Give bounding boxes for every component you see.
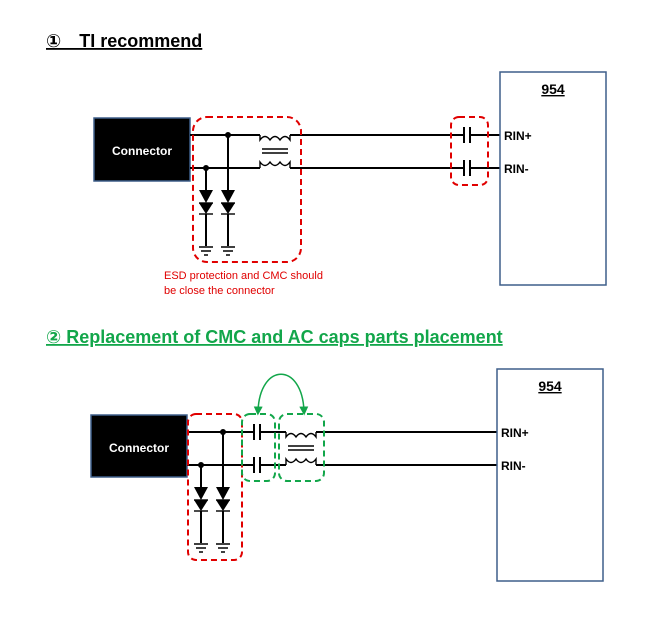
ac-capacitor-neg: [463, 160, 500, 176]
ac-capacitor-pos-2: [253, 424, 286, 440]
section2-title: ② Replacement of CMC and AC caps parts p…: [46, 327, 503, 347]
cmc-highlight-box-2: [278, 413, 325, 482]
ac-capacitor-neg-2: [253, 457, 286, 473]
pin-rin-neg-2: RIN-: [501, 459, 526, 473]
ac-cap-highlight-box-2: [241, 413, 276, 482]
chip-label: 954: [541, 81, 565, 97]
pin-rin-pos: RIN+: [504, 129, 532, 143]
chip-block: 954 RIN+ RIN-: [499, 71, 607, 286]
ground-symbol-2: [194, 543, 230, 553]
chip-label-2: 954: [538, 378, 562, 394]
ac-capacitor-pos: [463, 127, 500, 143]
chip-block-2: 954 RIN+ RIN-: [496, 368, 604, 582]
section1-title: ① TI recommend: [46, 31, 202, 51]
note-line-1: ESD protection and CMC should: [164, 270, 323, 282]
ac-cap-highlight-box: [450, 116, 489, 186]
ground-symbol: [199, 246, 235, 256]
tvs-diode-neg-2: [194, 465, 208, 543]
esd-highlight-box-2: [187, 413, 243, 561]
connector-label-2: Connector: [109, 441, 169, 455]
esd-cmc-highlight-box: [192, 116, 302, 263]
note-line-2: be close the connector: [164, 285, 275, 297]
tvs-diode-pos-2: [216, 432, 230, 543]
connector-label: Connector: [112, 144, 172, 158]
tvs-diode-pos: [221, 135, 235, 246]
pin-rin-pos-2: RIN+: [501, 426, 529, 440]
tvs-diode-neg: [199, 168, 213, 246]
common-mode-choke: [259, 135, 291, 168]
connector-block-2: Connector: [90, 414, 188, 478]
connector-block: Connector: [93, 117, 191, 182]
common-mode-choke-2: [285, 432, 317, 465]
swap-arrow: [253, 373, 309, 416]
pin-rin-neg: RIN-: [504, 162, 529, 176]
